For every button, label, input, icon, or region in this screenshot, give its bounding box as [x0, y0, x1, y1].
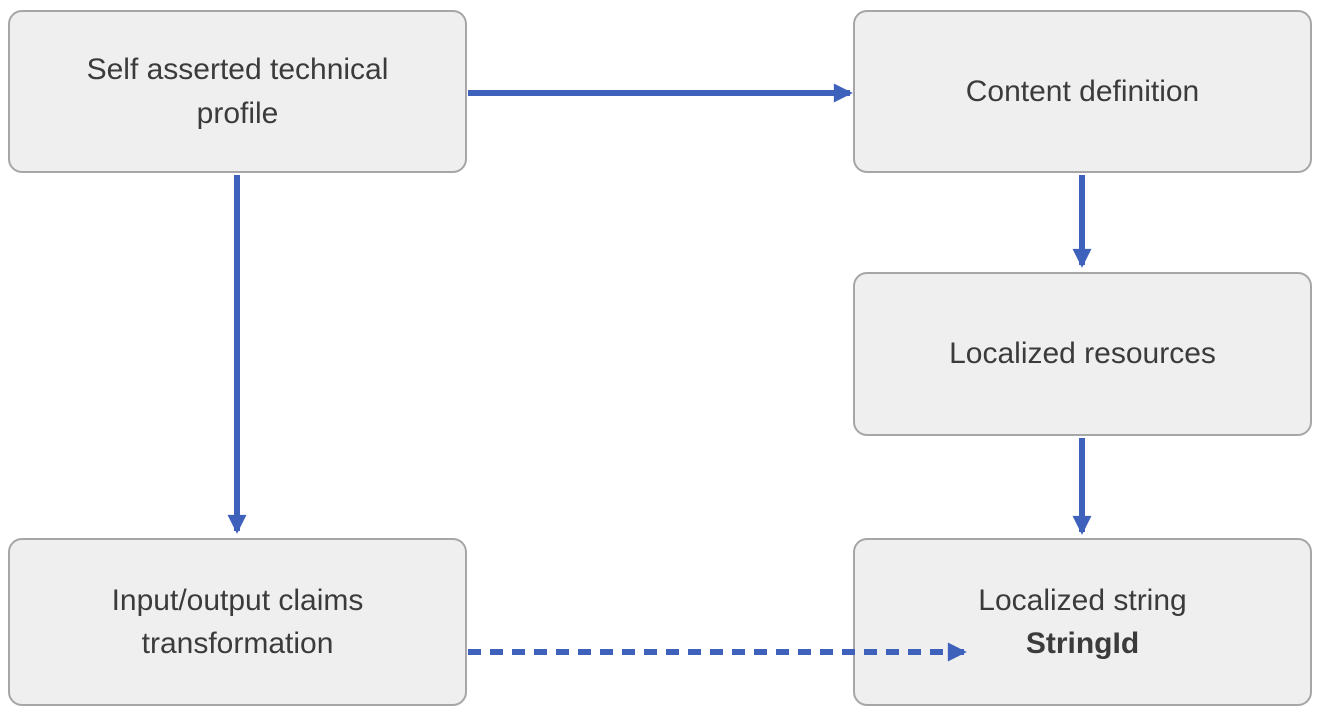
node-localized-string: Localized string StringId [853, 538, 1312, 706]
node-sublabel-string-id: StringId [1025, 627, 1140, 660]
node-input-output-claims-transformation: Input/output claims transformation [8, 538, 467, 706]
node-label: Localized string [978, 583, 1187, 617]
node-label: Self asserted technical profile [86, 53, 389, 130]
node-label: Input/output claims transformation [111, 583, 364, 661]
node-localized-resources: Localized resources [853, 272, 1312, 436]
node-self-asserted-technical-profile: Self asserted technical profile [8, 10, 467, 173]
node-label: Content definition [965, 74, 1200, 108]
node-content-definition: Content definition [853, 10, 1312, 173]
node-label: Localized resources [949, 337, 1216, 371]
